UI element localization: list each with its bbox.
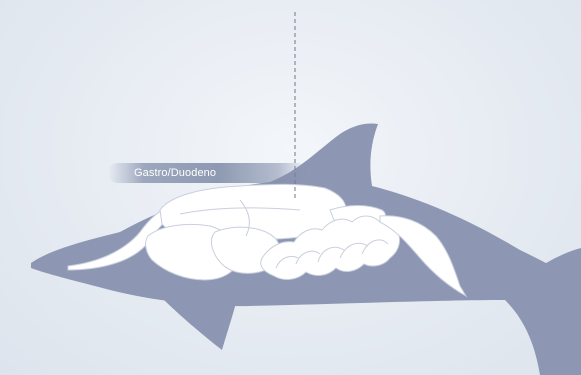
callout-label-gastro-duodeno: Gastro/Duodeno bbox=[134, 166, 216, 180]
